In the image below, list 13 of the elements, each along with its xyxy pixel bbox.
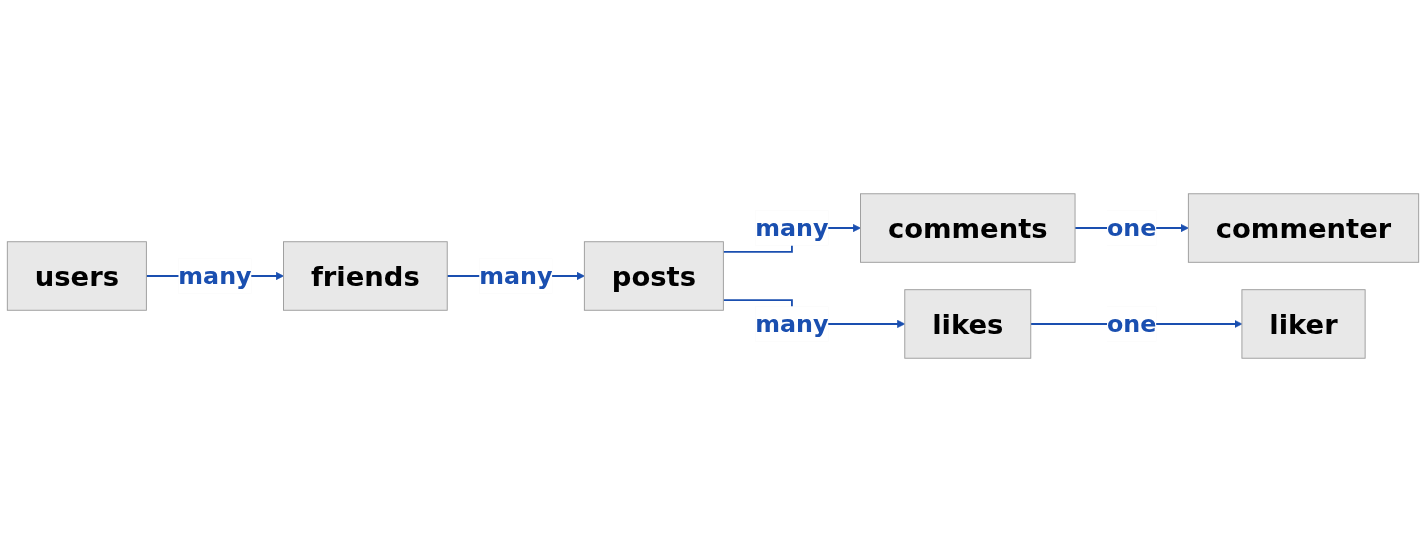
edge-label: many bbox=[178, 261, 252, 289]
node-box: comments bbox=[860, 192, 1076, 263]
node-box: friends bbox=[283, 240, 448, 311]
edge-label: one bbox=[1107, 309, 1157, 337]
node-box: likes bbox=[904, 288, 1032, 359]
edge-label: many bbox=[755, 309, 829, 337]
node-box: liker bbox=[1241, 288, 1366, 359]
edge-label: one bbox=[1107, 213, 1157, 241]
node-box: commenter bbox=[1187, 192, 1420, 263]
edge-label: many bbox=[479, 261, 553, 289]
node-box: posts bbox=[583, 240, 724, 311]
node-box: users bbox=[6, 240, 147, 311]
edge-label: many bbox=[755, 213, 829, 241]
